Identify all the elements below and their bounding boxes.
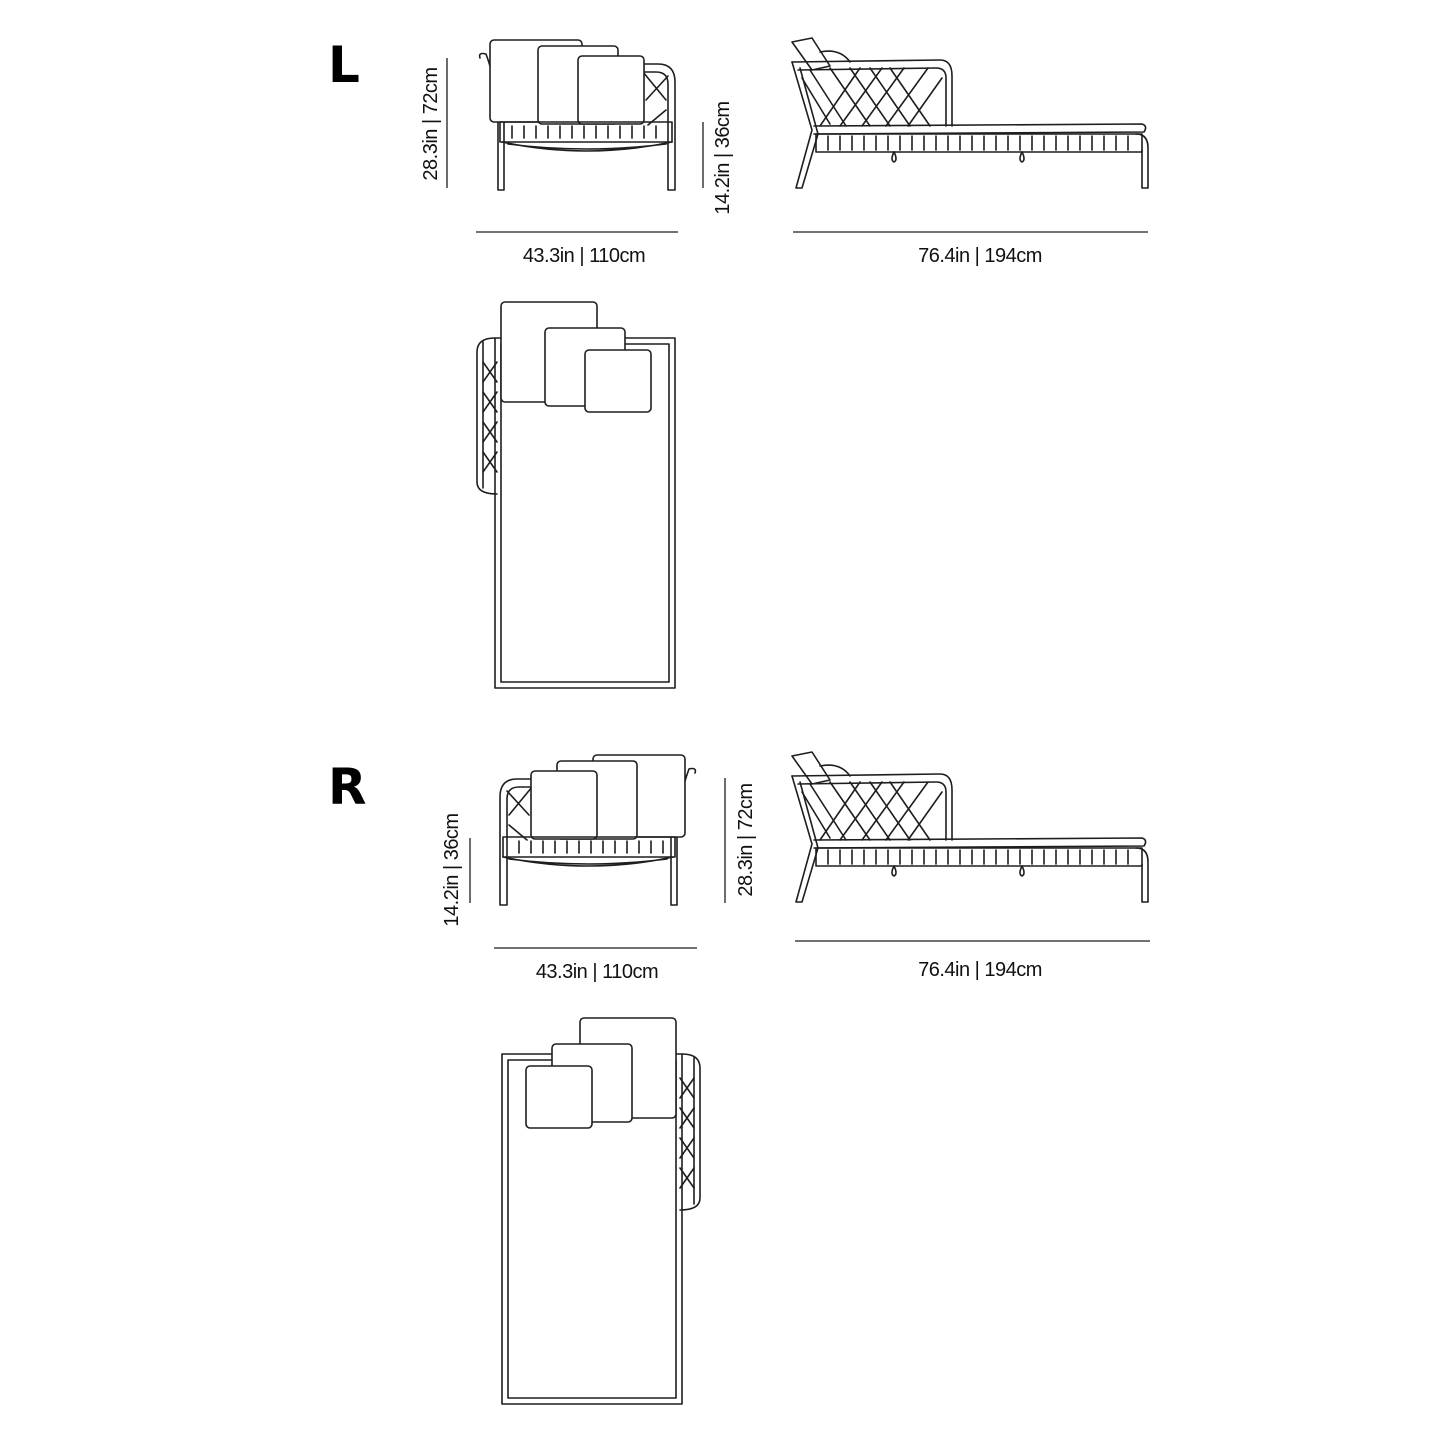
seat-height-dimension: 14.2in | 36cm xyxy=(441,813,463,926)
width-dimension: 43.3in | 110cm xyxy=(536,961,658,983)
side-view-drawing xyxy=(791,751,1149,903)
front-view-drawing xyxy=(499,754,697,906)
variant-r: R 14.2in | 36cm 28.3in | 72cm 43.3in | 1… xyxy=(328,751,1150,1405)
front-view-drawing xyxy=(478,39,676,191)
width-dimension: 43.3in | 110cm xyxy=(523,245,645,267)
variant-l: L 28.3in | 72cm 14.2in | 36cm 43.3in | 1… xyxy=(328,36,1149,689)
top-view-drawing xyxy=(501,1017,701,1405)
variant-label: L xyxy=(328,36,360,94)
variant-label: R xyxy=(328,758,367,816)
side-view-drawing xyxy=(791,37,1149,189)
top-view-drawing xyxy=(476,301,676,689)
length-dimension: 76.4in | 194cm xyxy=(918,245,1042,267)
length-dimension: 76.4in | 194cm xyxy=(918,959,1042,981)
height-dimension: 28.3in | 72cm xyxy=(735,783,757,896)
height-dimension: 28.3in | 72cm xyxy=(420,67,442,180)
seat-height-dimension: 14.2in | 36cm xyxy=(712,101,734,214)
